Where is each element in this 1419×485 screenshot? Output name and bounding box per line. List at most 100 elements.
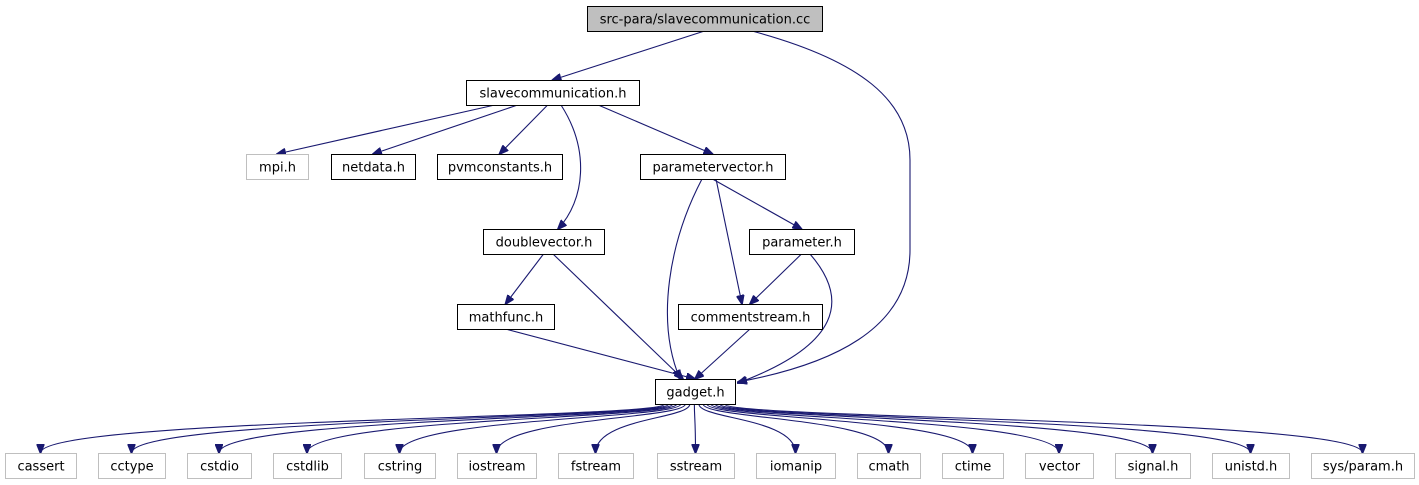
edge-doublevector-to-gadget bbox=[552, 253, 683, 379]
node-label-cctype: cctype bbox=[110, 460, 153, 475]
nodes: src-para/slavecommunication.cc slavecommu… bbox=[5, 6, 1415, 479]
node-box-cassert bbox=[5, 453, 77, 479]
edge-gadget-to-cstdlib bbox=[307, 403, 678, 453]
node-label-cstring: cstring bbox=[378, 460, 422, 475]
edge-doublevector-to-mathfunc bbox=[506, 253, 544, 304]
node-box-iomanip bbox=[756, 453, 836, 479]
node-label-cstdio: cstdio bbox=[200, 460, 239, 475]
node-box-signal bbox=[1115, 453, 1191, 479]
node-signal: signal.h bbox=[1115, 453, 1191, 479]
node-netdata[interactable]: netdata.h bbox=[331, 154, 416, 180]
node-box-doublevector bbox=[483, 229, 605, 255]
node-box-fstream bbox=[558, 453, 634, 479]
node-box-parametervector bbox=[640, 154, 786, 180]
node-root[interactable]: src-para/slavecommunication.cc bbox=[587, 6, 823, 32]
node-unistd: unistd.h bbox=[1212, 453, 1290, 479]
node-parametervector[interactable]: parametervector.h bbox=[640, 154, 786, 180]
node-fstream: fstream bbox=[558, 453, 634, 479]
node-box-netdata bbox=[331, 154, 416, 180]
node-label-vector: vector bbox=[1039, 460, 1081, 475]
edge-gadget-to-iomanip bbox=[698, 403, 796, 453]
node-label-unistd: unistd.h bbox=[1225, 460, 1278, 475]
node-label-iomanip: iomanip bbox=[770, 460, 822, 475]
edge-gadget-to-cstring bbox=[400, 403, 682, 453]
node-cstdio: cstdio bbox=[187, 453, 252, 479]
edge-root-to-gadget bbox=[738, 30, 911, 382]
node-iomanip: iomanip bbox=[756, 453, 836, 479]
node-cmath: cmath bbox=[857, 453, 921, 479]
node-box-commentstream bbox=[678, 304, 823, 330]
edge-gadget-to-cmath bbox=[702, 403, 888, 453]
edge-gadget-to-signal bbox=[714, 403, 1153, 453]
node-sysparam: sys/param.h bbox=[1311, 453, 1415, 479]
node-label-mpi: mpi.h bbox=[259, 161, 296, 176]
edge-gadget-to-fstream bbox=[596, 403, 691, 453]
node-ctime: ctime bbox=[942, 453, 1004, 479]
node-box-ctime bbox=[942, 453, 1004, 479]
node-box-parameter bbox=[749, 229, 855, 255]
node-box-iostream bbox=[457, 453, 537, 479]
edge-root-to-slavecomm bbox=[553, 30, 705, 80]
edge-slavecomm-to-netdata bbox=[373, 104, 518, 154]
node-parameter[interactable]: parameter.h bbox=[749, 229, 855, 255]
node-box-vector bbox=[1025, 453, 1094, 479]
node-slavecomm[interactable]: slavecommunication.h bbox=[466, 80, 640, 106]
node-box-unistd bbox=[1212, 453, 1290, 479]
node-sstream: sstream bbox=[657, 453, 735, 479]
edge-gadget-to-unistd bbox=[718, 403, 1250, 453]
node-label-commentstream: commentstream.h bbox=[691, 311, 811, 326]
node-box-pvmconstants bbox=[437, 154, 563, 180]
edge-gadget-to-sstream bbox=[694, 403, 695, 453]
node-pvmconstants[interactable]: pvmconstants.h bbox=[437, 154, 563, 180]
edge-gadget-to-ctime bbox=[706, 403, 973, 453]
node-doublevector[interactable]: doublevector.h bbox=[483, 229, 605, 255]
edges bbox=[41, 30, 1363, 453]
node-label-slavecomm: slavecommunication.h bbox=[480, 87, 627, 102]
node-box-gadget bbox=[655, 379, 736, 405]
node-box-cstdlib bbox=[273, 453, 342, 479]
node-box-root bbox=[587, 6, 823, 32]
node-label-fstream: fstream bbox=[571, 460, 621, 475]
node-cstdlib: cstdlib bbox=[273, 453, 342, 479]
node-label-parametervector: parametervector.h bbox=[652, 161, 773, 176]
node-label-iostream: iostream bbox=[468, 460, 525, 475]
node-label-mathfunc: mathfunc.h bbox=[469, 311, 544, 326]
node-box-cstdio bbox=[187, 453, 252, 479]
node-box-cstring bbox=[364, 453, 436, 479]
edge-slavecomm-to-pvmconstants bbox=[500, 104, 549, 154]
node-label-gadget: gadget.h bbox=[666, 386, 724, 401]
edge-gadget-to-cstdio bbox=[219, 403, 674, 453]
edge-parametervector-to-gadget bbox=[666, 178, 703, 379]
edge-slavecomm-to-parametervector bbox=[598, 104, 712, 154]
node-mpi: mpi.h bbox=[246, 154, 309, 180]
edge-parameter-to-gadget bbox=[738, 253, 833, 383]
node-box-mathfunc bbox=[457, 304, 555, 330]
node-label-cstdlib: cstdlib bbox=[286, 460, 329, 475]
node-box-cctype bbox=[98, 453, 166, 479]
node-cstring: cstring bbox=[364, 453, 436, 479]
edge-gadget-to-sysparam bbox=[723, 403, 1362, 453]
node-label-cmath: cmath bbox=[868, 460, 909, 475]
node-label-pvmconstants: pvmconstants.h bbox=[448, 161, 552, 176]
node-mathfunc[interactable]: mathfunc.h bbox=[457, 304, 555, 330]
edge-commentstream-to-gadget bbox=[695, 328, 751, 379]
node-label-parameter: parameter.h bbox=[762, 236, 842, 251]
node-gadget[interactable]: gadget.h bbox=[655, 379, 736, 405]
node-box-sysparam bbox=[1311, 453, 1415, 479]
node-vector: vector bbox=[1025, 453, 1094, 479]
node-label-netdata: netdata.h bbox=[342, 161, 405, 176]
edge-gadget-to-cctype bbox=[132, 403, 670, 453]
node-iostream: iostream bbox=[457, 453, 537, 479]
node-box-slavecomm bbox=[466, 80, 640, 106]
node-label-doublevector: doublevector.h bbox=[496, 236, 593, 251]
node-label-ctime: ctime bbox=[955, 460, 992, 475]
node-label-cassert: cassert bbox=[17, 460, 64, 475]
node-box-mpi bbox=[246, 154, 309, 180]
node-cctype: cctype bbox=[98, 453, 166, 479]
node-label-sysparam: sys/param.h bbox=[1323, 460, 1403, 475]
edge-gadget-to-cassert bbox=[41, 403, 666, 453]
node-commentstream[interactable]: commentstream.h bbox=[678, 304, 823, 330]
node-label-root: src-para/slavecommunication.cc bbox=[600, 13, 811, 28]
edge-mathfunc-to-gadget bbox=[505, 328, 696, 379]
